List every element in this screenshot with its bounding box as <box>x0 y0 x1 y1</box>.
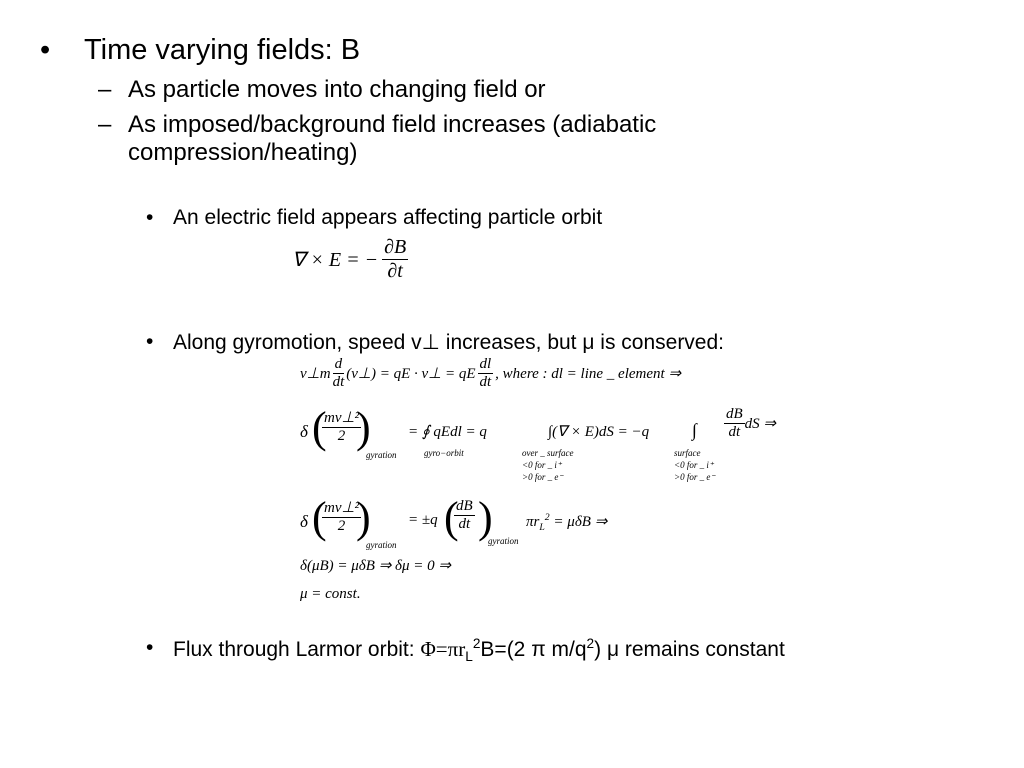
dash-2: – <box>98 111 112 138</box>
equation-2-delta: δ <box>300 422 308 441</box>
eq2-gyro-orbit: gyro−orbit <box>424 448 464 458</box>
equation-2-paren-close: ) <box>356 403 371 452</box>
equation-2-paren: ( <box>312 403 327 452</box>
eq3-gyration2: gyration <box>488 536 519 546</box>
eq3-den: 2 <box>337 518 346 534</box>
equation-3-paren-close: ) <box>356 493 371 542</box>
eq2-surface-1: <0 for _ i⁺ <box>674 460 714 470</box>
bullet-level1: • <box>40 34 51 66</box>
eq3-num: mv⊥² <box>322 500 362 518</box>
bullet-3b: • <box>146 330 154 353</box>
flux-mid: B=(2 π m/q <box>480 638 587 661</box>
eq1-dt2: dt <box>479 374 492 390</box>
curl-equation: ∇ × E = − ∂B ∂t <box>292 236 409 283</box>
eq2-den: 2 <box>337 428 346 444</box>
eq2-dB: dB <box>724 406 745 424</box>
subpoint-1: As particle moves into changing field or <box>128 76 546 103</box>
flux-sup: 2 <box>472 636 481 651</box>
flux-phi: Φ=πr <box>420 637 466 661</box>
eq1-dt: dt <box>332 374 345 390</box>
eq2-over-1: <0 for _ i⁺ <box>522 460 562 470</box>
eq3-rhs2: = μδB ⇒ <box>553 514 608 530</box>
eq2-end: dS ⇒ <box>744 416 776 432</box>
eq2-integral: ∫(∇ × E)dS = −q <box>548 424 650 440</box>
heading-time-varying-fields: Time varying fields: B <box>84 34 361 66</box>
equation-4: δ(μB) = μδB ⇒ δμ = 0 ⇒ <box>300 558 451 574</box>
eq3-rhs-pir: πr <box>526 514 540 530</box>
eq3-dB: dB <box>454 498 475 516</box>
curl-numerator: ∂B <box>382 236 409 260</box>
eq3-paren2-close: ) <box>478 493 493 542</box>
point-flux: Flux through Larmor orbit: Φ=πrL2B=(2 π … <box>173 636 785 664</box>
bullet-3a: • <box>146 206 154 229</box>
eq1-dl: dl <box>477 356 494 374</box>
eq3-dt: dt <box>458 516 471 532</box>
equation-5: μ = const. <box>300 586 361 602</box>
eq2-gyration: gyration <box>366 450 397 460</box>
eq2-mid: = ∮ qEdl = q <box>408 424 487 440</box>
eq2-surface-2: >0 for _ e⁻ <box>674 472 716 482</box>
curl-denominator: ∂t <box>387 260 403 282</box>
eq3-mid: = ±q <box>408 512 438 528</box>
dash-1: – <box>98 76 112 103</box>
eq3-gyration: gyration <box>366 540 397 550</box>
subpoint-2-cont: compression/heating) <box>128 139 358 166</box>
eq2-over-2: >0 for _ e⁻ <box>522 472 564 482</box>
curl-lhs: ∇ × E = − <box>292 249 379 271</box>
eq2-int2: ∫ <box>692 420 697 440</box>
eq2-surface-0: surface <box>674 448 701 458</box>
eq1-lhs: v⊥m <box>300 366 331 382</box>
point-gyromotion: Along gyromotion, speed v⊥ increases, bu… <box>173 331 725 354</box>
flux-sup2: 2 <box>586 636 595 651</box>
bullet-3c: • <box>146 636 154 659</box>
eq1-mid: (v⊥) = qE · v⊥ = qE <box>346 366 476 382</box>
flux-prefix: Flux through Larmor orbit: <box>173 638 421 661</box>
eq2-num: mv⊥² <box>322 410 362 428</box>
flux-suffix: ) μ remains constant <box>594 638 785 661</box>
eq1-d: d <box>332 356 345 374</box>
eq3-paren2: ( <box>444 493 459 542</box>
eq1-rhs: , where : dl = line _ element ⇒ <box>495 366 682 382</box>
equation-3-delta: δ <box>300 512 308 531</box>
eq3-rhs: πrL2 = μδB ⇒ <box>526 512 608 533</box>
subpoint-2: As imposed/background field increases (a… <box>128 111 657 138</box>
eq2-dt: dt <box>728 424 741 440</box>
equation-3-paren: ( <box>312 493 327 542</box>
point-electric-field: An electric field appears affecting part… <box>173 206 603 229</box>
flux-sub: L <box>465 649 473 665</box>
eq2-over-0: over _ surface <box>522 448 574 458</box>
